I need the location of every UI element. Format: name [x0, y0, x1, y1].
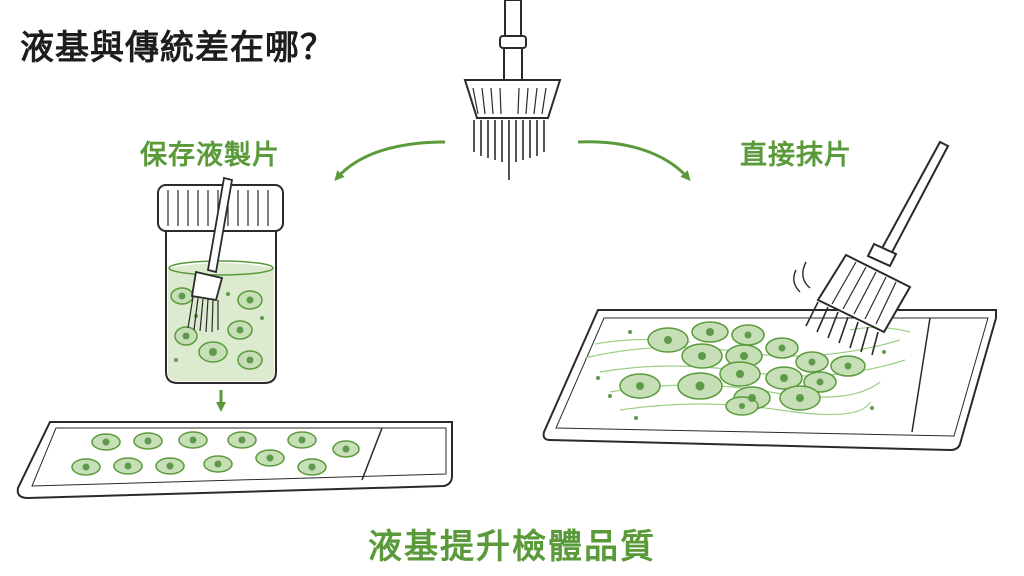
- preservation-jar-icon: [157, 176, 284, 384]
- page-title: 液基與傳統差在哪？: [20, 28, 335, 68]
- liquid-based-slide-icon: [16, 421, 453, 500]
- direct-smear-label: 直接抹片: [740, 140, 852, 171]
- top-brush-icon: [463, 0, 562, 180]
- direct-smear-slide-icon: [542, 309, 997, 452]
- left-arrow-icon: [334, 140, 446, 181]
- right-arrow-icon: [577, 140, 691, 181]
- liquid-based-label: 保存液製片: [140, 140, 280, 171]
- smear-brush-icon: [793, 140, 950, 356]
- footer-caption: 液基提升檢體品質: [368, 527, 656, 567]
